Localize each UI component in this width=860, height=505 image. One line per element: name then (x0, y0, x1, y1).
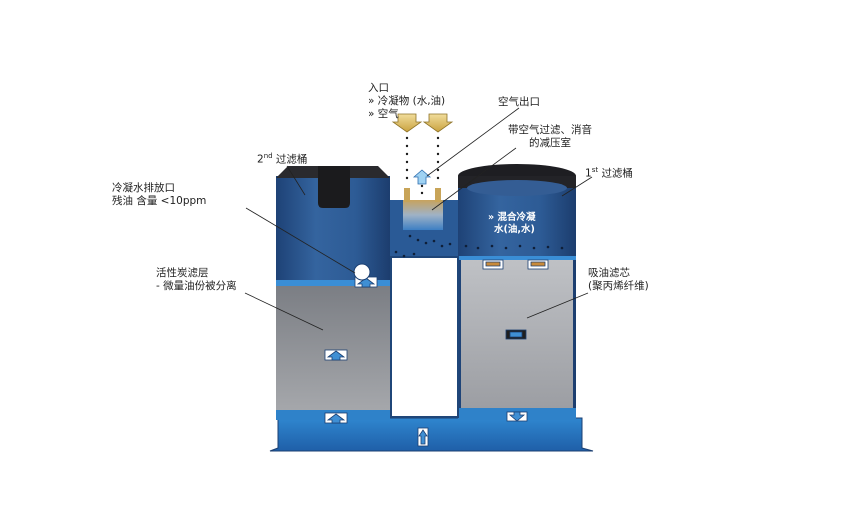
water-outlet-label: 冷凝水排放口 残油 含量 <10ppm (112, 182, 206, 208)
carbon-layer-line-2: - 微量油份被分离 (156, 280, 237, 292)
air-outlet-label: 空气出口 (498, 96, 540, 108)
carbon-layer-label: 活性炭滤层 - 微量油份被分离 (156, 267, 237, 293)
leader-lines (244, 107, 593, 331)
first-filter-ordinal: 1 (585, 167, 592, 180)
right-water-band (458, 256, 576, 260)
left-water-band (276, 280, 390, 286)
mixture-line-2: 水(油,水) (494, 224, 535, 235)
water-outlet-line-1: 冷凝水排放口 (112, 182, 175, 194)
center-opening (390, 256, 459, 418)
inlet-condensate: » 冷凝物 (水,油) (368, 95, 446, 107)
oil-filter-label: 吸油滤芯 (聚丙烯纤维) (588, 267, 649, 293)
right-tank-cup (467, 180, 567, 196)
first-filter-text: 过滤桶 (601, 167, 633, 180)
second-filter-text: 过滤桶 (275, 153, 308, 166)
carbon-filter-layer (276, 286, 390, 410)
left-tank-cup (318, 166, 350, 208)
oil-filter-line-2: (聚丙烯纤维) (588, 280, 649, 292)
inlet-label: 入口 » 冷凝物 (水,油) » 空气 (368, 82, 445, 121)
first-filter-suffix: st (591, 166, 599, 174)
water-outlet-fitting (353, 263, 371, 281)
second-filter-ordinal: 2 (257, 153, 264, 166)
inlet-title: 入口 (368, 82, 389, 94)
air-outlet-arrow (412, 169, 432, 185)
inlet-tube-left (404, 188, 410, 202)
mixture-label: » 混合冷凝 水(油,水) (488, 212, 535, 236)
flow-arrows (324, 259, 549, 447)
oil-filter-line-1: 吸油滤芯 (588, 267, 630, 279)
base-tub (269, 417, 594, 452)
second-filter-suffix: nd (263, 152, 273, 160)
second-filter-label: 2nd 过滤桶 (257, 150, 307, 167)
inlet-arrow-left (391, 113, 423, 133)
water-outlet-line-2: 残油 含量 <10ppm (112, 195, 207, 207)
expansion-chamber-label: 带空气过滤、消音 的减压室 (508, 124, 592, 150)
carbon-layer-line-1: 活性炭滤层 (156, 267, 209, 279)
expansion-chamber-line-1: 带空气过滤、消音 (508, 124, 592, 136)
inlet-air: » 空气 (368, 108, 399, 120)
inlet-flow-dots (405, 136, 440, 195)
expansion-chamber (403, 200, 443, 230)
inlet-tube-right (435, 188, 441, 202)
first-filter-label: 1st 过滤桶 (585, 164, 633, 181)
mixture-line-1: » 混合冷凝 (488, 212, 536, 223)
expansion-chamber-line-2: 的减压室 (529, 137, 571, 149)
inlet-arrow-right (422, 113, 454, 133)
bridge-flow-dots (394, 234, 564, 258)
